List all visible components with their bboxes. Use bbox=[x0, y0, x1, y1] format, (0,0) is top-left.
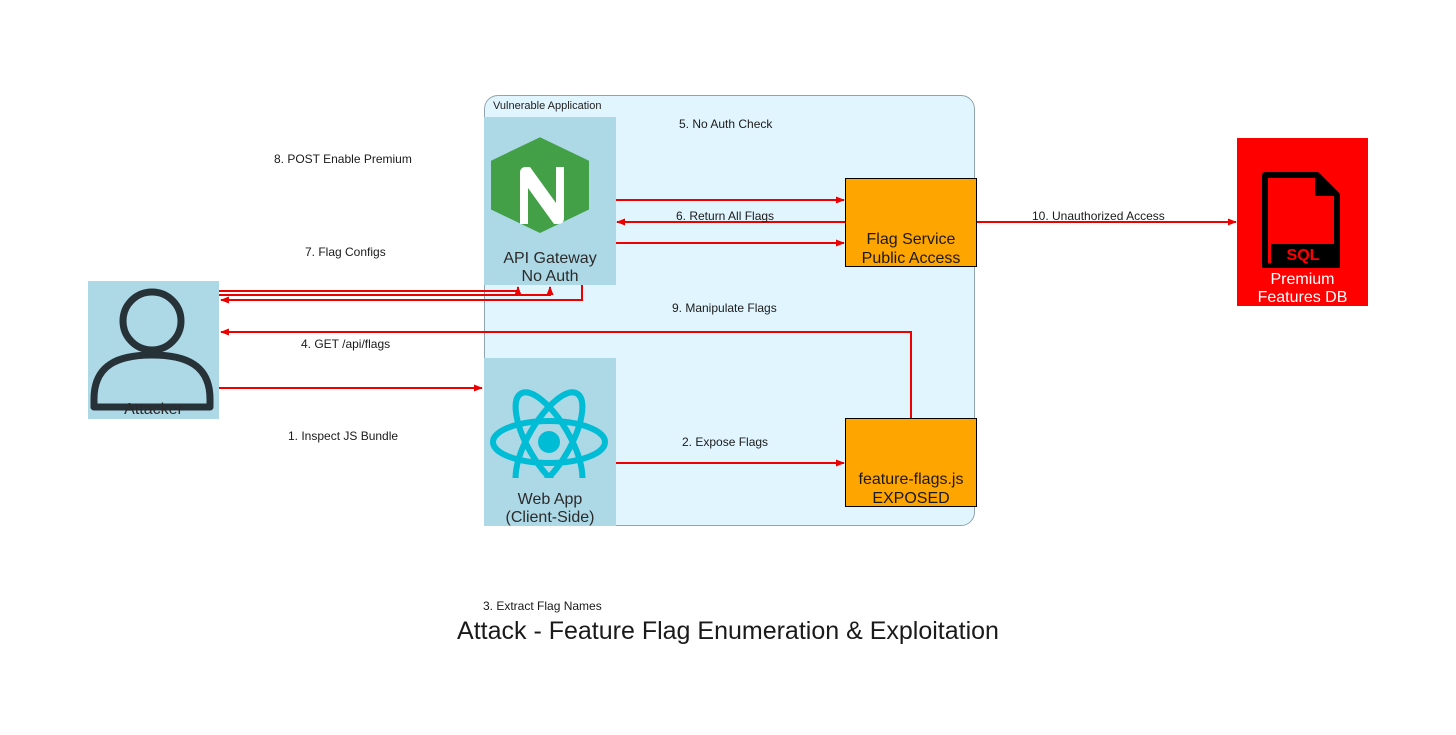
edge-label-10: 10. Unauthorized Access bbox=[1032, 209, 1165, 223]
flag-service-label-line1: Flag Service bbox=[866, 231, 956, 248]
flag-service-label-line2: Public Access bbox=[861, 250, 961, 267]
edge-label-2: 2. Expose Flags bbox=[682, 435, 769, 449]
edge-label-3: 3. Extract Flag Names bbox=[483, 599, 602, 613]
edge-label-8: 8. POST Enable Premium bbox=[274, 152, 412, 166]
edge-7-flag-configs bbox=[220, 285, 583, 304]
flag-service-node: Flag Service Public Access bbox=[845, 178, 977, 267]
edge-8-post-enable-premium bbox=[219, 286, 554, 296]
person-icon bbox=[90, 288, 214, 411]
edge-9-manipulate-flags bbox=[220, 328, 912, 418]
api-gateway-node: API Gateway No Auth bbox=[484, 117, 616, 285]
edge-label-5: 5. No Auth Check bbox=[679, 117, 773, 131]
web-app-label-line2: (Client-Side) bbox=[505, 509, 595, 526]
nginx-icon bbox=[491, 137, 589, 233]
edge-4-get-api-flags bbox=[219, 286, 522, 296]
api-gateway-label-line2: No Auth bbox=[521, 268, 579, 285]
web-app-label-line1: Web App bbox=[517, 491, 583, 508]
attacker-label: Attacker bbox=[124, 401, 183, 418]
diagram-title: Attack - Feature Flag Enumeration & Expl… bbox=[457, 617, 999, 645]
web-app-node: Web App (Client-Side) bbox=[484, 358, 616, 526]
feature-flags-js-node: feature-flags.js EXPOSED bbox=[845, 418, 977, 507]
edge-label-6: 6. Return All Flags bbox=[676, 209, 775, 223]
feature-flags-js-label-line2: EXPOSED bbox=[872, 490, 950, 507]
edge-label-1: 1. Inspect JS Bundle bbox=[288, 429, 399, 443]
api-gateway-label-line1: API Gateway bbox=[503, 250, 597, 267]
premium-db-label-line2: Features DB bbox=[1257, 289, 1348, 306]
edge-label-7: 7. Flag Configs bbox=[305, 245, 386, 259]
attacker-node: Attacker bbox=[88, 281, 219, 419]
react-icon bbox=[490, 389, 608, 478]
feature-flags-js-label-line1: feature-flags.js bbox=[858, 471, 964, 488]
edge-label-4: 4. GET /api/flags bbox=[301, 337, 391, 351]
premium-db-label-line1: Premium bbox=[1270, 271, 1335, 288]
cluster-label: Vulnerable Application bbox=[493, 100, 602, 112]
premium-features-db-node: SQL Premium Features DB bbox=[1237, 138, 1368, 306]
edge-label-9: 9. Manipulate Flags bbox=[672, 301, 777, 315]
sql-badge: SQL bbox=[1286, 247, 1320, 264]
sql-file-icon bbox=[1262, 172, 1340, 268]
